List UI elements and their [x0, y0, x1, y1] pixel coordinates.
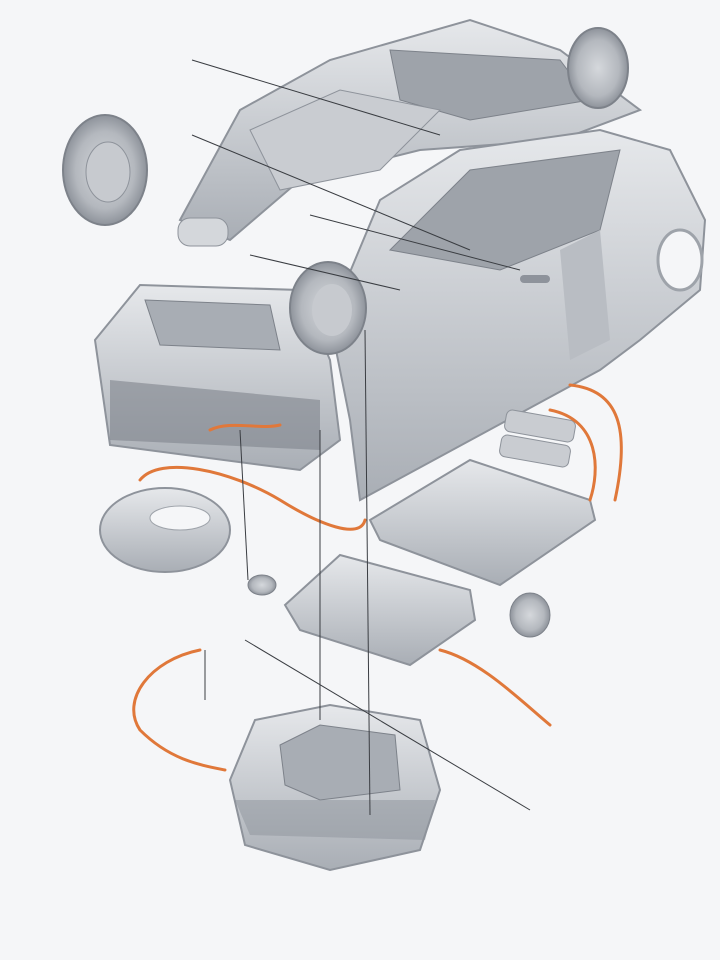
round-cover — [99, 487, 231, 573]
small-disc — [509, 592, 551, 638]
wheel-left — [62, 114, 148, 226]
floor-panel — [368, 458, 597, 587]
car-body — [328, 128, 707, 502]
base-module — [228, 703, 442, 872]
small-grommet — [247, 574, 277, 596]
bracket-stack — [499, 409, 576, 468]
wheel-right-top — [567, 27, 629, 109]
wheel-center — [289, 261, 367, 355]
roof-frame — [177, 18, 643, 247]
leader-lines — [191, 59, 531, 816]
tray-panel — [283, 553, 477, 667]
orange-cables — [132, 383, 623, 772]
